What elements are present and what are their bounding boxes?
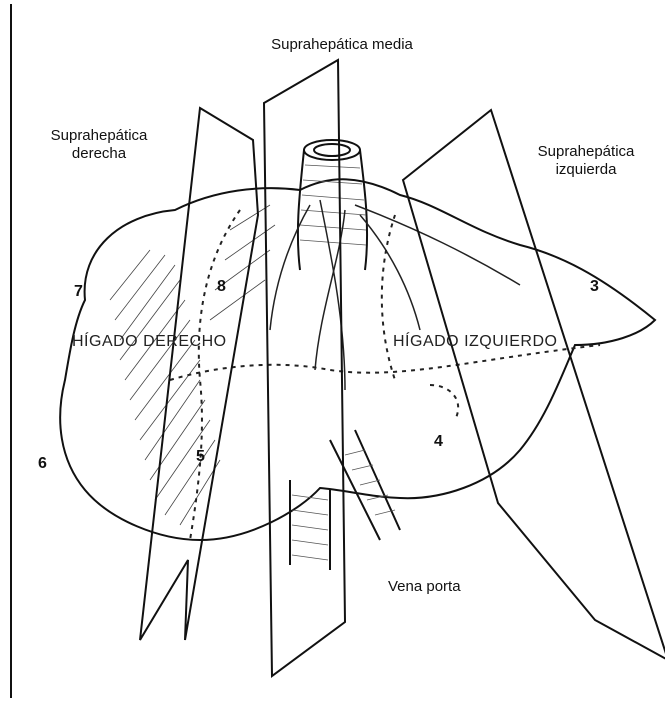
- segment-5: 5: [196, 448, 205, 466]
- label-suprahepatica-derecha-line2: derecha: [24, 145, 174, 163]
- label-suprahepatica-derecha: Suprahepática derecha: [24, 127, 174, 163]
- label-suprahepatica-izquierda: Suprahepática izquierda: [512, 143, 660, 179]
- label-suprahepatica-derecha-line1: Suprahepática: [24, 127, 174, 145]
- liver-outline: [60, 179, 655, 540]
- segment-8: 8: [217, 278, 226, 296]
- label-suprahepatica-izquierda-line1: Suprahepática: [512, 143, 660, 161]
- label-vena-porta: Vena porta: [388, 578, 461, 596]
- segment-3: 3: [590, 278, 599, 296]
- label-higado-izquierdo: HÍGADO IZQUIERDO: [393, 333, 557, 351]
- segment-7: 7: [74, 283, 83, 301]
- label-suprahepatica-izquierda-line2: izquierda: [512, 161, 660, 179]
- label-suprahepatica-media: Suprahepática media: [232, 36, 452, 54]
- segment-6: 6: [38, 455, 47, 473]
- segment-boundaries: [170, 210, 600, 540]
- segment-4: 4: [434, 433, 443, 451]
- label-higado-derecho: HÍGADO DERECHO: [72, 333, 227, 351]
